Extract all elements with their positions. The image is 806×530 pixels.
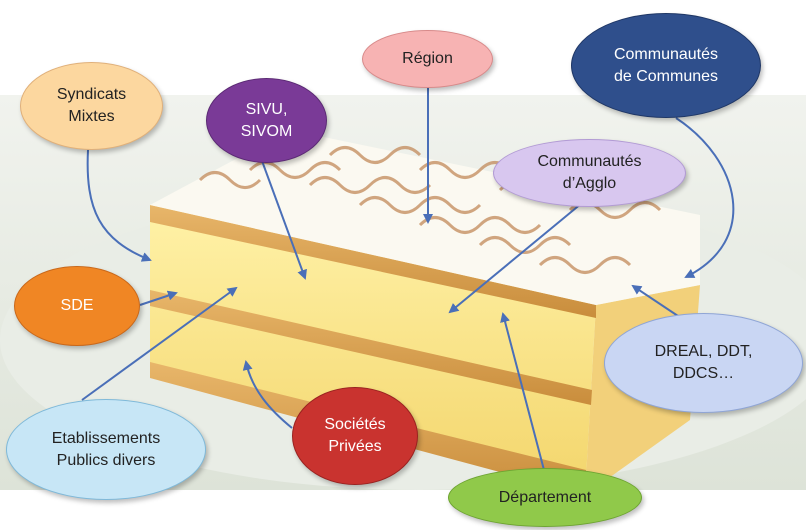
- arrow-cdc: [675, 117, 735, 278]
- bubble-communautes-de-communes: Communautés de Communes: [571, 13, 761, 118]
- arrow-dreal: [631, 284, 679, 317]
- bubble-departement-label: Département: [498, 488, 592, 506]
- bubble-departement: Département: [448, 468, 642, 527]
- bubble-syndicats-mixtes: Syndicats Mixtes: [20, 62, 163, 150]
- arrow-sivu: [257, 149, 307, 280]
- bubble-communautes-de-communes-label: Communautés de Communes: [613, 45, 719, 85]
- bubble-sde: SDE: [14, 266, 140, 346]
- bubble-region: Région: [362, 30, 493, 88]
- arrow-syndicats: [86, 149, 152, 262]
- arrow-agglo: [448, 202, 583, 314]
- bubble-syndicats-mixtes-label: Syndicats Mixtes: [56, 86, 127, 125]
- bubble-communautes-agglo: Communautés d’Agglo: [493, 139, 686, 207]
- arrow-societes: [242, 360, 293, 429]
- connector-arrows: [81, 85, 735, 471]
- pastry-layer-middle: [150, 290, 592, 405]
- bubble-etablissements-publics-label: Etablissements Publics divers: [51, 429, 161, 469]
- bubble-sivu-sivom-label: SIVU, SIVOM: [240, 100, 293, 140]
- arrow-etab: [81, 286, 238, 401]
- bubble-dreal-ddt-ddcs: DREAL, DDT, DDCS…: [604, 313, 803, 413]
- icing-pattern: [198, 146, 662, 274]
- bubble-communautes-agglo-label: Communautés d’Agglo: [537, 153, 642, 192]
- arrow-departement: [500, 312, 545, 471]
- bubble-region-label: Région: [402, 50, 453, 68]
- bubble-etablissements-publics: Etablissements Publics divers: [6, 399, 206, 500]
- bubble-societes-privees: Sociétés Privées: [292, 387, 418, 485]
- bubble-dreal-ddt-ddcs-label: DREAL, DDT, DDCS…: [654, 343, 753, 382]
- pastry-layer-top: [150, 205, 596, 318]
- bubble-societes-privees-label: Sociétés Privées: [324, 416, 386, 455]
- bubble-sde-label: SDE: [60, 297, 94, 315]
- bubble-sivu-sivom: SIVU, SIVOM: [206, 78, 327, 163]
- arrow-sde: [139, 290, 178, 306]
